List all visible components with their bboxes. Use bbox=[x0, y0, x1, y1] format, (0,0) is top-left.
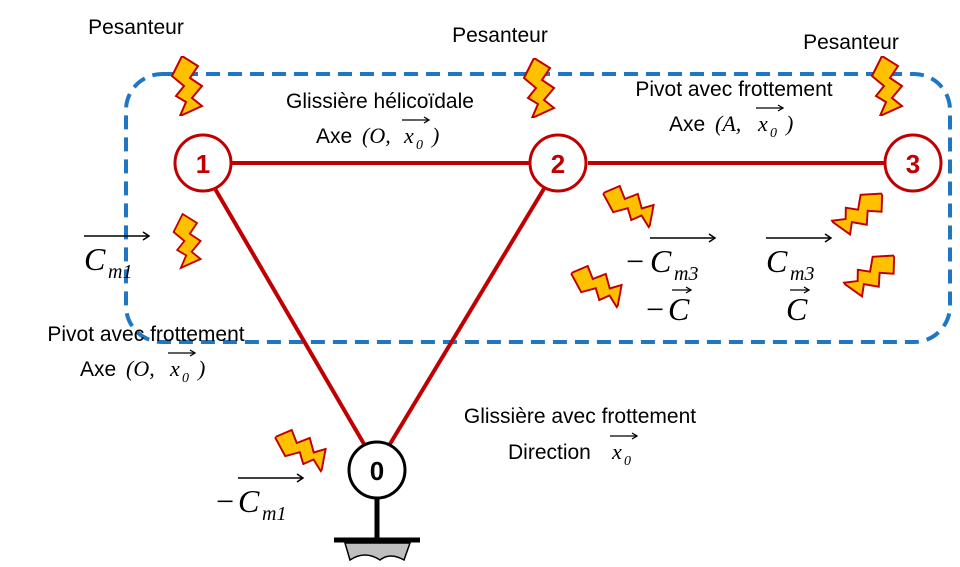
svg-text:x: x bbox=[403, 123, 414, 148]
svg-text:−: − bbox=[214, 483, 236, 519]
pivot-01-name: Pivot avec frottement bbox=[47, 323, 244, 346]
gravity-bolt-1-icon bbox=[171, 56, 203, 116]
helical-joint-name: Glissière hélicoïdale bbox=[286, 90, 474, 113]
slider-02-name: Glissière avec frottement bbox=[464, 405, 696, 428]
svg-text:m3: m3 bbox=[674, 263, 698, 285]
torque-bolt-2b-icon bbox=[564, 256, 631, 316]
node-0: 0 bbox=[347, 440, 407, 500]
pivot-23-axis: Axe (A, x 0 ) bbox=[669, 104, 793, 141]
torque-bolt-2a-icon bbox=[596, 176, 663, 236]
svg-text:Direction: Direction bbox=[508, 441, 591, 464]
svg-text:0: 0 bbox=[624, 454, 631, 469]
svg-text:x: x bbox=[169, 356, 180, 381]
link-2-0 bbox=[388, 185, 547, 446]
gravity-bolt-3-icon bbox=[871, 56, 903, 116]
node-2-label: 2 bbox=[551, 149, 565, 179]
node-0-label: 0 bbox=[370, 456, 384, 486]
gravity-label-3: Pesanteur bbox=[803, 31, 899, 54]
svg-text:−: − bbox=[644, 291, 666, 327]
torque-neg-c: − C bbox=[644, 286, 693, 327]
pivot-01-axis: Axe (O, x 0 ) bbox=[80, 349, 205, 386]
svg-text:Axe: Axe bbox=[80, 358, 116, 381]
gravity-label-1: Pesanteur bbox=[88, 16, 184, 39]
svg-text:0: 0 bbox=[182, 371, 189, 386]
torque-cm3: C m3 bbox=[766, 233, 833, 285]
svg-text:x: x bbox=[757, 111, 768, 136]
torque-cm1: C m1 bbox=[84, 231, 151, 283]
torque-bolt-3b-icon bbox=[838, 246, 905, 303]
torque-neg-cm3: − C m3 bbox=[624, 233, 717, 285]
svg-text:Axe: Axe bbox=[316, 125, 352, 148]
svg-text:m1: m1 bbox=[108, 261, 132, 283]
svg-text:C: C bbox=[238, 483, 260, 519]
svg-text:C: C bbox=[668, 291, 690, 327]
torque-bolt-3a-icon bbox=[826, 184, 893, 241]
node-3: 3 bbox=[883, 133, 943, 193]
svg-text:C: C bbox=[786, 291, 808, 327]
node-3-label: 3 bbox=[906, 149, 920, 179]
node-2: 2 bbox=[528, 133, 588, 193]
gravity-label-2: Pesanteur bbox=[452, 24, 548, 47]
svg-text:0: 0 bbox=[416, 138, 423, 153]
pivot-23-name: Pivot avec frottement bbox=[635, 78, 832, 101]
svg-text:): ) bbox=[784, 111, 793, 136]
gravity-bolt-2-icon bbox=[523, 58, 555, 118]
svg-text:): ) bbox=[196, 356, 205, 381]
helical-joint-axis: Axe (O, x 0 ) bbox=[316, 116, 439, 153]
svg-text:(O,: (O, bbox=[126, 356, 155, 381]
svg-text:m1: m1 bbox=[262, 503, 286, 525]
svg-text:0: 0 bbox=[770, 126, 777, 141]
svg-text:(O,: (O, bbox=[362, 123, 391, 148]
svg-text:m3: m3 bbox=[790, 263, 814, 285]
svg-text:Axe: Axe bbox=[669, 113, 705, 136]
ground-hatch bbox=[343, 542, 412, 562]
torque-c: C bbox=[786, 286, 811, 327]
torque-neg-cm1: − C m1 bbox=[214, 473, 305, 525]
svg-text:(A,: (A, bbox=[715, 111, 741, 136]
svg-text:−: − bbox=[624, 243, 646, 279]
svg-text:C: C bbox=[766, 243, 788, 279]
svg-text:): ) bbox=[430, 123, 439, 148]
slider-02-direction: Direction x 0 bbox=[508, 432, 639, 469]
svg-text:C: C bbox=[84, 241, 106, 277]
torque-bolt-cm1-icon bbox=[172, 212, 202, 270]
svg-text:C: C bbox=[650, 243, 672, 279]
link-1-0 bbox=[212, 185, 366, 446]
torque-bolt-0-icon bbox=[268, 420, 335, 480]
node-1-label: 1 bbox=[196, 149, 210, 179]
svg-text:x: x bbox=[611, 439, 622, 464]
node-1: 1 bbox=[173, 133, 233, 193]
